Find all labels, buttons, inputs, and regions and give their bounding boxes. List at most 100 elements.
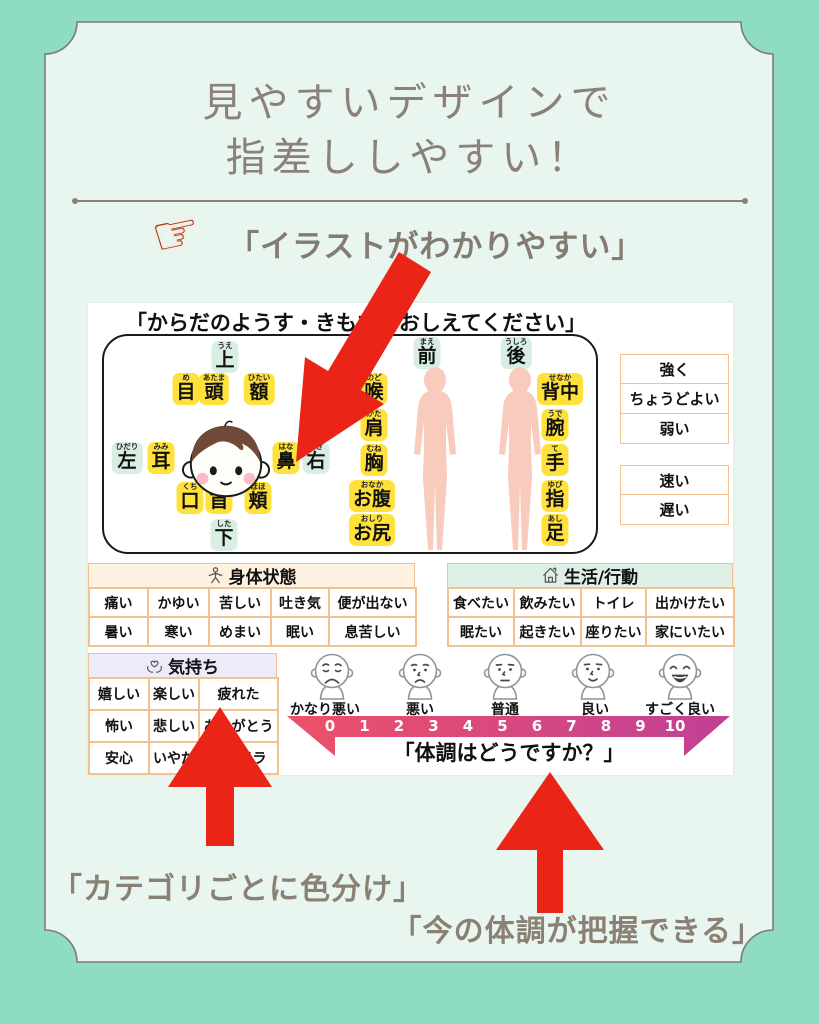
body-label-text: 胸 [364,452,384,475]
section-table-physical: 痛いかゆい苦しい吐き気便が出ない暑い寒いめまい眠い息苦しい [88,587,417,647]
body-label-text: 鼻 [276,450,296,473]
body-label-part: うで腕 [541,409,569,442]
body-label-furigana: あたま [202,373,226,382]
option-intensity: ちょうどよい [620,383,729,414]
mood-face-good [571,653,615,700]
table-cell-life: 家にいたい [646,617,734,646]
table-cell-life: 飲みたい [514,588,581,617]
table-cell-physical: 痛い [89,588,148,617]
table-cell-physical: 便が出ない [329,588,416,617]
body-label-text: 目 [176,381,196,404]
body-label-part: ひたい額 [243,373,275,406]
section-title-life: 生活/行動 [563,568,639,588]
body-label-furigana: うえ [217,341,233,350]
mood-face-label: 普通 [491,702,519,718]
body-label-furigana: ひたい [247,373,271,382]
section-header-physical: 身体状態 [88,563,415,588]
table-cell-physical: 苦しい [209,588,271,617]
scale-question: 「体調はどうですか？」 [393,741,625,765]
body-label-furigana: まえ [419,337,435,346]
scale-number: 8 [600,717,612,735]
section-table-life: 食べたい飲みたいトイレ出かけたい眠たい起きたい座りたい家にいたい [447,587,735,647]
section-title-physical: 身体状態 [228,568,297,588]
body-label-text: 足 [545,522,565,545]
table-cell-life: トイレ [581,588,646,617]
arrow-to-feelings-table [168,707,272,846]
table-cell-feelings: 嬉しい [89,678,149,710]
body-label-text: 指 [545,488,565,511]
option-speed: 遅い [620,494,729,525]
body-label-text: 耳 [151,450,171,473]
body-label-part: くち口 [176,482,204,515]
mood-face-very-bad [310,653,354,700]
scale-number: 10 [664,717,686,735]
table-cell-physical: 吐き気 [271,588,329,617]
house-icon [542,567,558,583]
body-label-text: 手 [545,452,565,475]
scale-number: 3 [428,717,439,735]
body-label-furigana: め [182,373,190,382]
body-label-text: 下 [214,527,234,550]
person-icon [208,567,222,584]
scale-number: 0 [324,717,336,735]
body-label-text: 左 [117,450,137,473]
table-cell-life: 食べたい [448,588,514,617]
body-label-furigana: あし [547,514,563,523]
table-cell-feelings: 怖い [89,710,149,742]
divider-dot-left [72,198,78,204]
callout-illustration: 「イラストがわかりやすい」 [228,229,644,265]
table-cell-feelings: 悲しい [149,710,199,742]
caption-condition: 「今の体調が把握できる」 [391,914,763,949]
body-label-furigana: した [216,519,232,528]
baby-face-illustration [182,418,270,502]
option-speed: 速い [620,464,729,496]
body-label-direction: まえ前 [413,337,441,370]
table-cell-life: 座りたい [581,617,646,646]
scale-number: 9 [635,717,646,735]
body-label-part: はな鼻 [272,442,300,475]
body-label-furigana: のど [366,373,382,382]
mood-face-label: すごく良い [645,702,715,718]
divider-line [72,198,748,204]
body-label-text: 肩 [364,417,384,440]
arrow-to-scale [496,772,604,913]
mood-face-label: 悪い [406,702,434,718]
table-cell-life: 出かけたい [646,588,734,617]
table-cell-physical: 眠い [271,617,329,646]
option-intensity: 強く [620,353,729,385]
divider-dot-right [742,198,748,204]
mood-face-very-good [658,653,702,700]
section-header-feelings: 気持ち [88,653,277,678]
scale-number: 1 [359,717,370,735]
body-label-furigana: うしろ [504,337,528,346]
body-label-part: ゆび指 [541,480,569,513]
mood-face-label: 良い [581,702,609,718]
table-cell-feelings: 疲れた [199,678,278,710]
table-cell-physical: かゆい [148,588,209,617]
body-label-direction: ひだり左 [111,442,143,475]
page-title-line2: 指差ししやすい！ [225,135,594,182]
page-title: 見やすいデザインで 指差ししやすい！ [0,76,819,186]
mood-face-neutral [483,653,527,700]
body-label-furigana: て [551,444,559,453]
body-label-direction: うえ上 [211,341,239,374]
body-label-part: おなかお腹 [348,480,396,513]
body-label-furigana: はな [278,442,294,451]
mood-face [397,652,443,700]
body-label-part: みみ耳 [147,442,175,475]
scale-number: 5 [497,717,508,735]
table-cell-life: 起きたい [514,617,581,646]
mood-face [657,652,703,700]
body-label-text: 右 [306,450,326,473]
body-label-furigana: ゆび [547,480,563,489]
body-label-part: おしりお尻 [348,514,396,547]
body-label-text: 後 [506,345,526,368]
body-label-direction: した下 [210,519,238,552]
body-label-furigana: かた [366,409,382,418]
body-label-furigana: おしり [360,514,384,523]
caption-color-coding: 「カテゴリごとに色分け」 [52,872,424,907]
body-label-part: むね胸 [360,444,388,477]
body-label-part: て手 [541,444,569,477]
body-label-text: 頭 [204,381,224,404]
